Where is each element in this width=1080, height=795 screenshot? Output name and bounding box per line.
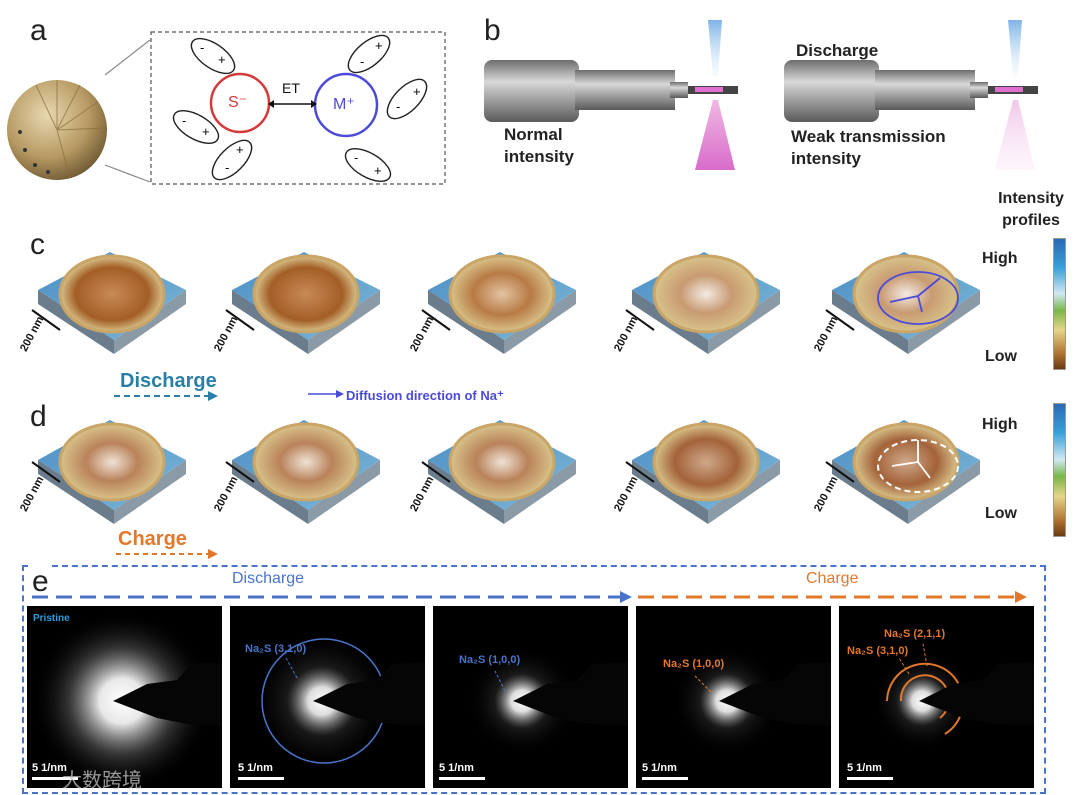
diffraction-discharge-2 — [433, 606, 628, 788]
panel-label-c: c — [30, 228, 45, 261]
colorbar-d — [1053, 403, 1066, 537]
map-d-4 — [632, 420, 780, 524]
anion-label: S⁻ — [228, 94, 248, 111]
colorbar-high-c: High — [982, 250, 1018, 267]
e-scale-label: 5 1/nm — [847, 762, 882, 774]
tem-holder-normal — [484, 20, 738, 170]
map-d-5 — [832, 420, 980, 524]
plus-sign: + — [202, 124, 210, 139]
e-process-arrows — [32, 591, 1027, 603]
na2s-label: Na₂S (3,1,0) — [245, 643, 307, 655]
e-scale-label: 5 1/nm — [32, 762, 67, 774]
na2s-label: Na₂S (3,1,0) — [847, 645, 909, 657]
sphere-image — [7, 80, 107, 180]
e-discharge-label: Discharge — [232, 570, 305, 587]
e-scale-bar — [642, 777, 688, 780]
scale-bars-d — [31, 461, 855, 483]
plus-sign: + — [218, 52, 226, 67]
na2s-label: Na₂S (2,1,1) — [884, 628, 946, 640]
na2s-label: Na₂S (1,0,0) — [663, 658, 725, 670]
anion-circle — [209, 72, 271, 134]
panel-label-a: a — [30, 14, 47, 47]
e-scale-bar — [238, 777, 284, 780]
charge-process-label: Charge — [118, 528, 187, 550]
map-c-3 — [428, 252, 576, 354]
colorbar-low-c: Low — [985, 348, 1017, 365]
diffraction-charge-1 — [636, 606, 831, 788]
map-d-3 — [428, 420, 576, 524]
panel-a-diagram — [7, 31, 446, 185]
e-scale-label: 5 1/nm — [642, 762, 677, 774]
diffraction-discharge-1 — [230, 606, 425, 788]
colorbar-title: Intensity profiles — [998, 190, 1064, 229]
map-d-1 — [38, 420, 186, 524]
plus-sign: + — [375, 38, 383, 53]
panel-b-diagram — [484, 20, 1038, 170]
zoom-box — [150, 31, 446, 185]
scale-bars-c — [31, 309, 855, 331]
discharge-arrow — [114, 391, 218, 401]
panel-c-maps — [31, 252, 980, 354]
panel-d-maps — [31, 420, 980, 524]
e-scale-bar — [32, 777, 78, 780]
map-d-2 — [232, 420, 380, 524]
minus-sign: - — [360, 54, 365, 69]
dipole-ellipses — [172, 34, 428, 182]
cation-label: M⁺ — [333, 96, 355, 113]
colorbar-low-d: Low — [985, 505, 1017, 522]
diffraction-images — [27, 606, 1034, 788]
minus-sign: - — [182, 113, 187, 128]
panel-label-b: b — [484, 14, 501, 47]
watermark: 大数跨境 — [62, 768, 142, 792]
map-c-2 — [232, 252, 380, 354]
minus-sign: - — [354, 150, 359, 165]
charge-arrow — [116, 549, 218, 559]
panel-label-e: e — [30, 565, 51, 599]
plus-sign: + — [413, 84, 421, 99]
map-c-4 — [632, 252, 780, 354]
minus-sign: - — [225, 160, 230, 175]
colorbar-c — [1053, 238, 1066, 370]
diffusion-label: Diffusion direction of Na⁺ — [346, 388, 504, 403]
weak-intensity-label: Weak transmission intensity — [791, 127, 946, 168]
na2s-label: Na₂S (1,0,0) — [459, 654, 521, 666]
transfer-label: ET — [282, 80, 300, 96]
map-c-5 — [832, 252, 980, 354]
tem-holder-discharge — [784, 20, 1038, 170]
panel-label-d: d — [30, 400, 47, 433]
minus-sign: - — [200, 40, 205, 55]
discharge-process-label: Discharge — [120, 370, 217, 392]
plus-sign: + — [374, 163, 382, 178]
pristine-label: Pristine — [33, 613, 70, 624]
diffusion-arrow — [308, 390, 344, 398]
map-c-1 — [38, 252, 186, 354]
diffraction-pristine — [27, 606, 222, 788]
panel-e-frame — [22, 565, 1046, 794]
e-scale-label: 5 1/nm — [238, 762, 273, 774]
normal-intensity-label: Normal intensity — [504, 125, 574, 166]
diffraction-charge-2 — [839, 606, 1034, 788]
minus-sign: - — [396, 99, 401, 114]
e-scale-bar — [847, 777, 893, 780]
e-scale-bar — [439, 777, 485, 780]
e-charge-label: Charge — [806, 570, 859, 587]
plus-sign: + — [236, 142, 244, 157]
discharge-label: Discharge — [796, 41, 879, 60]
colorbar-high-d: High — [982, 416, 1018, 433]
e-scale-label: 5 1/nm — [439, 762, 474, 774]
